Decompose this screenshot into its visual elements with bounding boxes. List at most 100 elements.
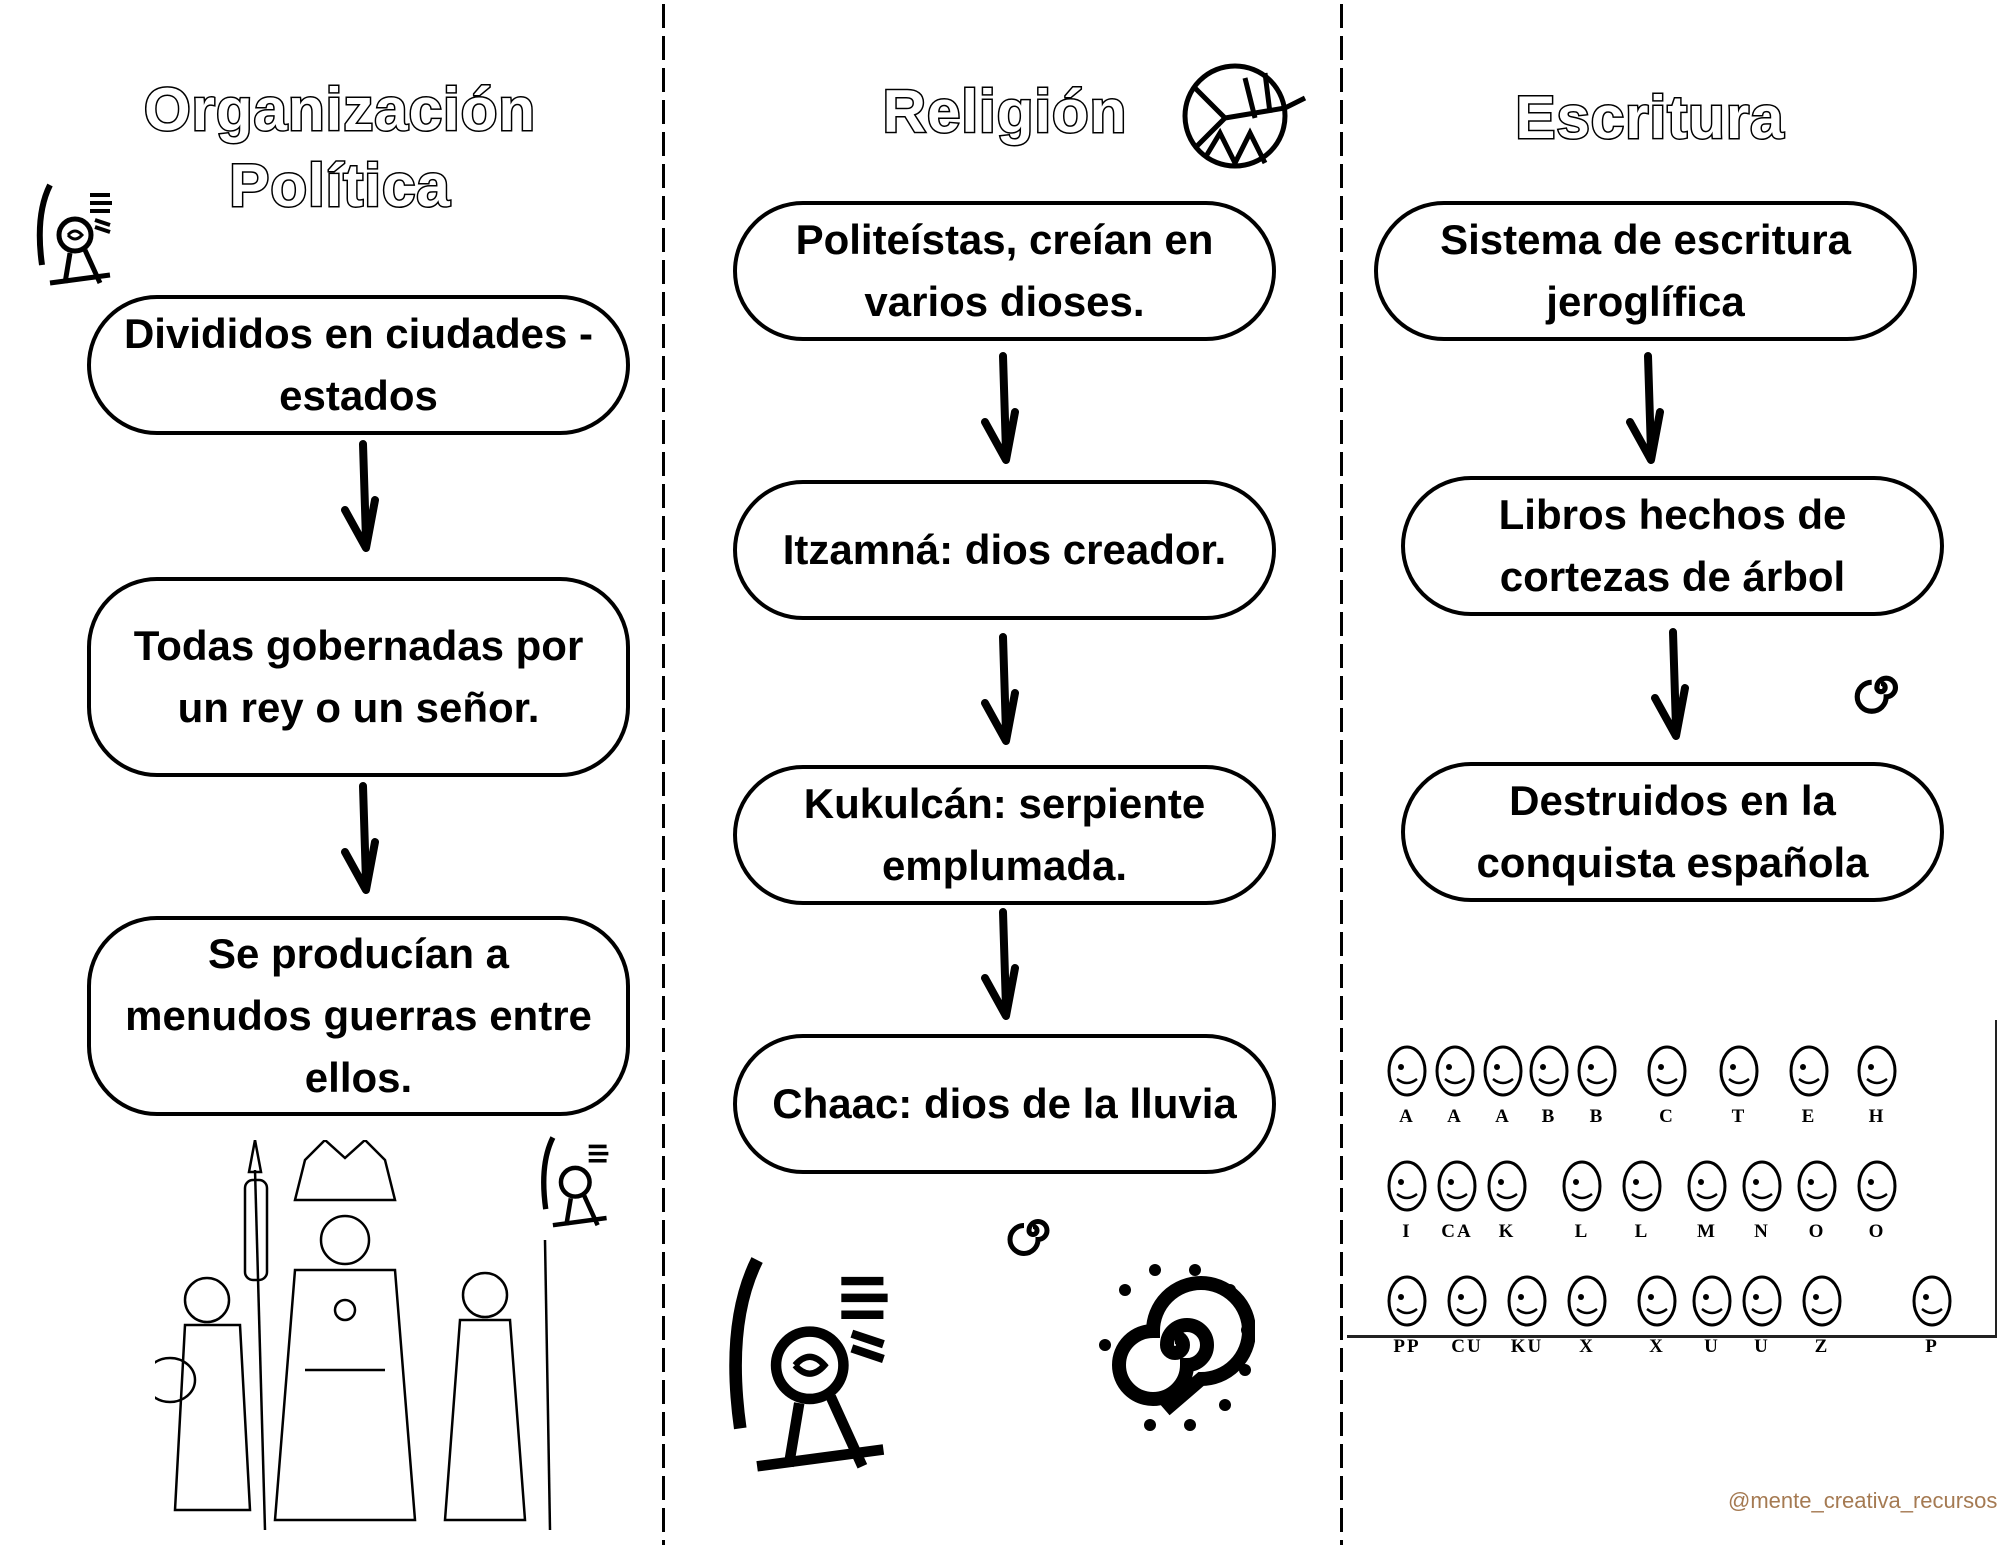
glyph-icon [1847, 1040, 1907, 1102]
flow-box: Todas gobernadas por un rey o un señor. [87, 577, 630, 777]
box-text: Chaac: dios de la lluvia [772, 1080, 1237, 1127]
glyph: P [1902, 1270, 1962, 1358]
glyph: I [1377, 1155, 1437, 1243]
glyph-label: K [1498, 1221, 1516, 1242]
glyph: B [1519, 1040, 1579, 1128]
glyph-label: A [1447, 1106, 1463, 1127]
arrow-down-icon [341, 782, 379, 894]
glyph: A [1473, 1040, 1533, 1128]
glyph: N [1732, 1155, 1792, 1243]
glyph-icon [1902, 1270, 1962, 1332]
mayan-bird-icon [36, 183, 112, 286]
glyph-icon [1567, 1040, 1627, 1102]
glyph: K [1477, 1155, 1537, 1243]
glyph-icon [1732, 1270, 1792, 1332]
glyph-icon [1552, 1155, 1612, 1217]
glyph: C [1637, 1040, 1697, 1128]
flow-box: Destruidos en la conquista española [1401, 762, 1944, 902]
glyph-icon [1557, 1270, 1617, 1332]
glyph-label: X [1649, 1336, 1665, 1357]
glyph-label: I [1402, 1221, 1412, 1242]
glyph-icon [1732, 1155, 1792, 1217]
spiral-icon [1854, 675, 1899, 714]
box-text: Destruidos en la conquista española [1476, 777, 1869, 886]
glyph-icon [1497, 1270, 1557, 1332]
glyph-icon [1427, 1155, 1487, 1217]
glyph-icon [1682, 1270, 1742, 1332]
flow-box: Itzamná: dios creador. [733, 480, 1276, 620]
glyph-icon [1779, 1040, 1839, 1102]
flow-box: Libros hechos de cortezas de árbol [1401, 476, 1944, 616]
glyph-label: B [1541, 1106, 1557, 1127]
glyph-label: H [1868, 1106, 1886, 1127]
glyph: A [1377, 1040, 1437, 1128]
glyph-label: C [1659, 1106, 1675, 1127]
glyph-label: L [1634, 1221, 1650, 1242]
box-text: Se producían a menudos guerras entre ell… [125, 930, 592, 1101]
glyph-label: L [1574, 1221, 1590, 1242]
glyph-label: E [1801, 1106, 1817, 1127]
flow-box: Chaac: dios de la lluvia [733, 1034, 1276, 1174]
glyph: L [1612, 1155, 1672, 1243]
title-line: Organización [142, 75, 537, 145]
watermark: @mente_creativa_recursos [1728, 1488, 1998, 1513]
glyph-label: Z [1814, 1336, 1830, 1357]
flow-box: Se producían a menudos guerras entre ell… [87, 916, 630, 1116]
title-religion: Religión [850, 74, 1160, 150]
glyph: O [1787, 1155, 1847, 1243]
arrow-down-icon [341, 440, 379, 552]
glyph: A [1425, 1040, 1485, 1128]
glyph-icon [1627, 1270, 1687, 1332]
mayan-bird-icon [729, 1257, 888, 1472]
glyph-icon [1709, 1040, 1769, 1102]
glyph-label: M [1697, 1221, 1717, 1242]
glyph-label: A [1399, 1106, 1415, 1127]
glyph: X [1557, 1270, 1617, 1358]
glyph: E [1779, 1040, 1839, 1128]
mayan-bird-icon [541, 1136, 609, 1228]
glyph-icon [1473, 1040, 1533, 1102]
glyph: O [1847, 1155, 1907, 1243]
glyph: T [1709, 1040, 1769, 1128]
box-text: Kukulcán: serpiente emplumada. [803, 780, 1206, 889]
glyph: B [1567, 1040, 1627, 1128]
glyph: CU [1437, 1270, 1497, 1358]
glyph: H [1847, 1040, 1907, 1128]
box-text: Libros hechos de cortezas de árbol [1498, 491, 1847, 600]
box-text: Sistema de escritura jeroglífica [1440, 216, 1851, 325]
box-text: Politeístas, creían en varios dioses. [795, 216, 1214, 325]
mayan-people-illustration [155, 1140, 552, 1531]
glyph-label: N [1754, 1221, 1770, 1242]
glyph-label: CU [1451, 1336, 1483, 1357]
flow-box: Kukulcán: serpiente emplumada. [733, 765, 1276, 905]
glyph-icon [1377, 1155, 1437, 1217]
title-line: Religión [881, 77, 1128, 147]
arrow-down-icon [981, 908, 1019, 1020]
glyph-label: KU [1510, 1336, 1544, 1357]
glyph-icon [1437, 1270, 1497, 1332]
glyph: M [1677, 1155, 1737, 1243]
glyph-label: U [1754, 1336, 1770, 1357]
flow-box: Sistema de escritura jeroglífica [1374, 201, 1917, 341]
spiral-icon [1007, 1219, 1050, 1256]
glyph-label: B [1589, 1106, 1605, 1127]
flow-box: Politeístas, creían en varios dioses. [733, 201, 1276, 341]
arrow-down-icon [1626, 352, 1664, 464]
glyph-label: O [1868, 1221, 1886, 1242]
glyph: KU [1497, 1270, 1557, 1358]
glyph-icon [1477, 1155, 1537, 1217]
glyph-icon [1612, 1155, 1672, 1217]
glyph-label: X [1579, 1336, 1595, 1357]
glyph: X [1627, 1270, 1687, 1358]
glyph-icon [1377, 1270, 1437, 1332]
glyph-label: T [1731, 1106, 1747, 1127]
glyph: L [1552, 1155, 1612, 1243]
box-text: Itzamná: dios creador. [782, 526, 1227, 573]
glyph-label: PP [1393, 1336, 1421, 1357]
glyph: PP [1377, 1270, 1437, 1358]
glyph-label: A [1495, 1106, 1511, 1127]
glyph-label: CA [1441, 1221, 1473, 1242]
glyph-icon [1377, 1040, 1437, 1102]
glyph: U [1732, 1270, 1792, 1358]
